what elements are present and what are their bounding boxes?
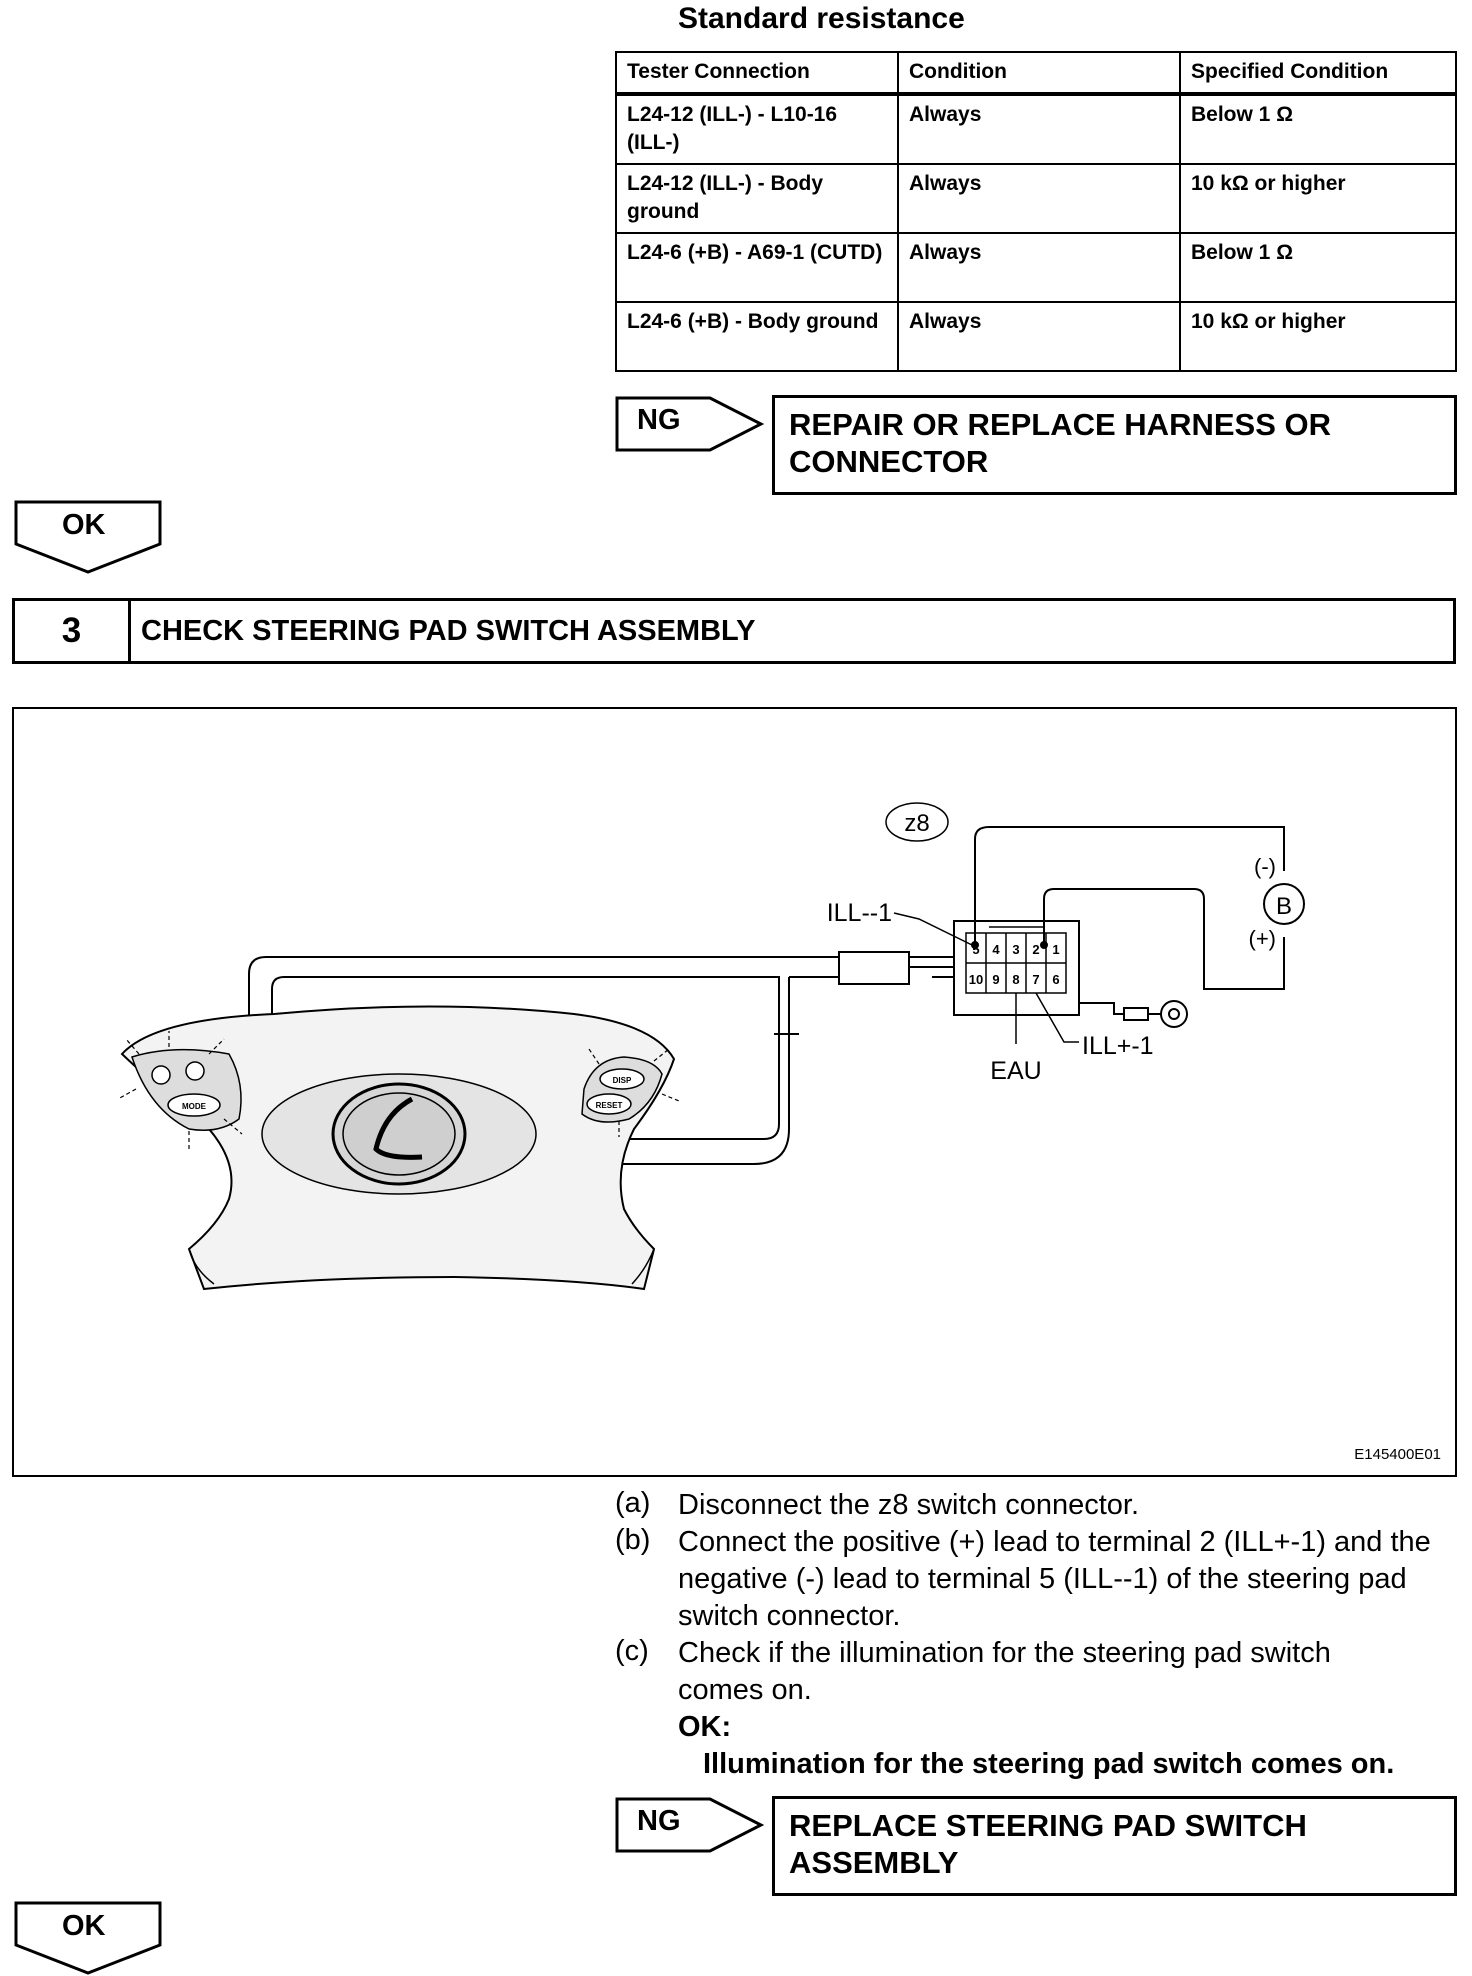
ng-arrow-shape xyxy=(615,396,765,452)
section-title: Standard resistance xyxy=(678,2,965,35)
reset-button-label: RESET xyxy=(596,1101,623,1110)
column-header: Specified Condition xyxy=(1179,51,1457,96)
step-title: CHECK STEERING PAD SWITCH ASSEMBLY xyxy=(141,614,756,647)
ok-arrow-shape xyxy=(14,1901,162,1975)
instruction-letter: (a) xyxy=(615,1487,651,1519)
inline-connector xyxy=(838,951,910,985)
step-number: 3 xyxy=(15,601,131,661)
ng-arrow-shape xyxy=(615,1797,765,1853)
negative-label: (-) xyxy=(1254,854,1276,879)
table-row: L24-6 (+B) - Body ground Always 10 kΩ or… xyxy=(615,301,1457,372)
instruction-text: Disconnect the z8 switch connector. xyxy=(678,1489,1140,1521)
ng-result-box: REPAIR OR REPLACE HARNESS OR CONNECTOR xyxy=(772,395,1457,495)
positive-label: (+) xyxy=(1249,926,1277,951)
tester-connection: L24-6 (+B) - Body ground xyxy=(615,301,899,372)
pin-label: 2 xyxy=(1032,942,1039,957)
pin-label: 6 xyxy=(1052,972,1059,987)
pin-label: 3 xyxy=(1012,942,1019,957)
specified-condition: 10 kΩ or higher xyxy=(1179,163,1457,234)
specified-condition: 10 kΩ or higher xyxy=(1179,301,1457,372)
column-header: Tester Connection xyxy=(615,51,899,96)
tester-connection: L24-6 (+B) - A69-1 (CUTD) xyxy=(615,232,899,303)
specified-condition: Below 1 Ω xyxy=(1179,93,1457,165)
ok-label: OK xyxy=(62,1910,106,1942)
pin-label: 4 xyxy=(992,942,1000,957)
ng-result-box: REPLACE STEERING PAD SWITCH ASSEMBLY xyxy=(772,1796,1457,1896)
disp-button-label: DISP xyxy=(613,1076,632,1085)
battery-label: B xyxy=(1276,893,1292,920)
table-row: L24-12 (ILL-) - Body ground Always 10 kΩ… xyxy=(615,163,1457,234)
specified-condition: Below 1 Ω xyxy=(1179,232,1457,303)
pin-label: 7 xyxy=(1032,972,1039,987)
callout-lines xyxy=(893,912,1079,1044)
instruction-text: Check if the illumination for the steeri… xyxy=(678,1637,1331,1706)
ng-label: NG xyxy=(637,404,681,436)
column-header: Condition xyxy=(897,51,1181,96)
step-header: 3 CHECK STEERING PAD SWITCH ASSEMBLY xyxy=(12,598,1456,664)
ill-minus-label: ILL--1 xyxy=(827,899,892,927)
steering-pad: MODE DISP RESET xyxy=(117,1005,680,1291)
ok-spec-label: OK: xyxy=(678,1711,732,1743)
ok-label: OK xyxy=(62,509,106,541)
mode-button-label: MODE xyxy=(182,1102,207,1111)
table-row: L24-12 (ILL-) - L10-16 (ILL-) Always Bel… xyxy=(615,93,1457,165)
connector-name-oval xyxy=(885,802,949,842)
pin-label: 10 xyxy=(969,972,983,987)
figure-code: E145400E01 xyxy=(1354,1446,1441,1463)
ng-label: NG xyxy=(637,1805,681,1837)
resistance-table: Tester Connection Condition Specified Co… xyxy=(615,51,1457,372)
condition: Always xyxy=(897,301,1181,372)
wiring-figure: 5 4 3 2 1 10 9 8 7 6 B (-) (+) xyxy=(12,707,1457,1477)
connector-name: z8 xyxy=(904,810,929,837)
wire-harness xyxy=(248,956,954,1165)
table-row: L24-6 (+B) - A69-1 (CUTD) Always Below 1… xyxy=(615,232,1457,303)
pin-label: 5 xyxy=(972,942,979,957)
condition: Always xyxy=(897,93,1181,165)
ok-spec-text: Illumination for the steering pad switch… xyxy=(703,1748,1395,1780)
battery-icon xyxy=(1263,883,1305,925)
tester-connection: L24-12 (ILL-) - Body ground xyxy=(615,163,899,234)
ok-arrow-shape xyxy=(14,500,162,574)
pin-label: 9 xyxy=(992,972,999,987)
condition: Always xyxy=(897,232,1181,303)
instruction-letter: (c) xyxy=(615,1635,649,1667)
condition: Always xyxy=(897,163,1181,234)
probe-leads xyxy=(971,826,1285,990)
instruction-text: Connect the positive (+) lead to termina… xyxy=(678,1526,1431,1632)
eau-label: EAU xyxy=(990,1057,1041,1085)
ground-wire xyxy=(1079,1000,1188,1028)
pin-label: 1 xyxy=(1052,942,1059,957)
ill-plus-label: ILL+-1 xyxy=(1082,1032,1154,1060)
steering-pad-diagram: 5 4 3 2 1 10 9 8 7 6 B (-) (+) xyxy=(117,802,1305,1291)
instruction-letter: (b) xyxy=(615,1524,651,1556)
pin-label: 8 xyxy=(1012,972,1019,987)
tester-connection: L24-12 (ILL-) - L10-16 (ILL-) xyxy=(615,93,899,165)
table-header-row: Tester Connection Condition Specified Co… xyxy=(615,51,1457,96)
